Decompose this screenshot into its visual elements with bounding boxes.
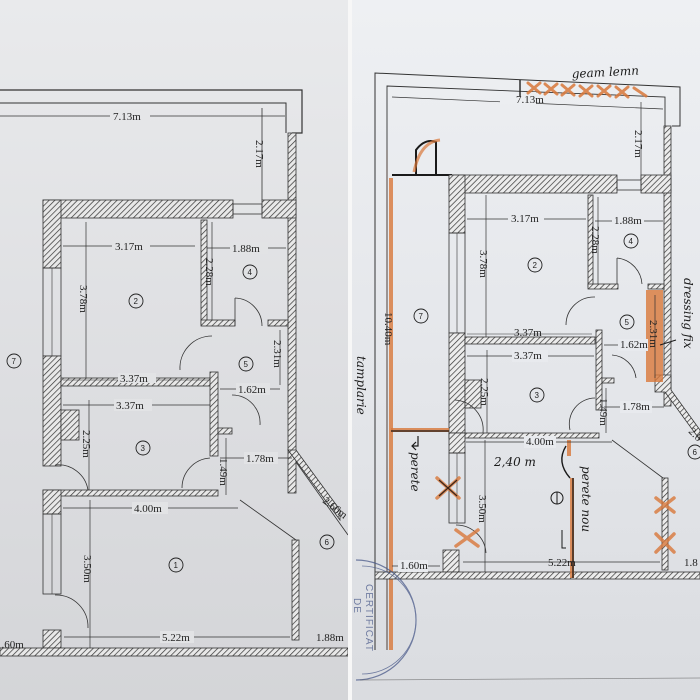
svg-text:7: 7 [12, 357, 17, 366]
dim-right-offset-right: 1.8 [684, 557, 698, 569]
dim-left-offset-right: 1.60m [400, 560, 428, 572]
marker-dressing-block [646, 290, 663, 382]
dim-small-gap-right: 1.49m [597, 398, 609, 426]
room-marker-3-right: 3 [529, 387, 545, 403]
room-marker-6: 6 [319, 534, 335, 550]
note-left-vertical: tamplarie [354, 356, 368, 415]
svg-text:3: 3 [535, 391, 540, 400]
room-marker-5: 5 [238, 356, 254, 372]
dim-room2-height: 3.78m [77, 285, 89, 313]
dim-hall-width: 1.62m [238, 384, 266, 396]
svg-text:1: 1 [174, 561, 179, 570]
svg-text:2: 2 [533, 261, 538, 270]
svg-text:4: 4 [248, 268, 253, 277]
svg-text:4: 4 [629, 237, 634, 246]
note-arrow: perete [408, 452, 422, 492]
dim-left-offset: 1.60m [0, 639, 24, 651]
svg-text:2: 2 [134, 297, 139, 306]
room-marker-7: 7 [6, 353, 22, 369]
demolish-marks-top [526, 81, 648, 99]
dim-room4-height: 2.28m [203, 258, 215, 286]
room-marker-1: 1 [168, 557, 184, 573]
room-marker-6-right: 6 [687, 444, 700, 460]
svg-text:5: 5 [625, 318, 630, 327]
dim-room4-width-right: 1.88m [614, 215, 642, 227]
dim-room2-width: 3.17m [115, 241, 143, 253]
dim-room3-height-right: 2.25m [478, 378, 490, 406]
dim-top-depth-right: 2.17m [632, 130, 644, 158]
svg-text:5: 5 [244, 360, 249, 369]
dim-room1-top: 4.00m [134, 503, 162, 515]
note-center-vertical: perete nou [579, 466, 593, 532]
photo-divider [348, 0, 352, 700]
room-marker-2: 2 [128, 293, 144, 309]
dim-diagonal-right: 2.6 [686, 426, 700, 445]
left-floor-plan: 7.13m 2.17m 3.17m 1.88m 3.78m 2. [0, 0, 348, 700]
dim-room2-bottom: 3.37m [120, 373, 148, 385]
dim-total-width: 7.13m [113, 111, 141, 123]
room-marker-5-right: 5 [619, 314, 635, 330]
dim-hall-lower: 1.78m [246, 453, 274, 465]
dim-top-depth: 2.17m [253, 140, 265, 168]
dim-total-width-right: 7.13m [516, 94, 544, 106]
dim-room5-height: 2.31m [271, 340, 283, 368]
dim-hall-width-right: 1.62m [620, 339, 648, 351]
svg-text:7: 7 [419, 312, 424, 321]
dim-room1-bottom: 5.22m [162, 632, 190, 644]
dim-room3-width-right: 3.37m [514, 350, 542, 362]
dim-room5-height-right: 2.31m [647, 320, 659, 348]
right-floor-plan-annotated: 7.13m geam lemn 2.17m 10.40m 2.31m [352, 0, 700, 700]
demolish-marks [435, 476, 676, 554]
svg-text:CERTIFICAT: CERTIFICAT [363, 584, 374, 652]
svg-text:DE: DE [352, 598, 362, 614]
dim-room2-bottom-right: 3.37m [514, 327, 542, 339]
dim-small-gap: 1.49m [217, 458, 229, 486]
note-right-vertical: dressing fix [681, 278, 695, 349]
note-door-width: 2,40 m [493, 455, 536, 469]
dim-room4-height-right: 2.28m [589, 226, 601, 254]
svg-text:6: 6 [693, 448, 698, 457]
svg-text:6: 6 [325, 538, 330, 547]
dim-room1-top-right: 4.00m [526, 436, 554, 448]
room-marker-4: 4 [242, 264, 258, 280]
svg-text:3: 3 [141, 444, 146, 453]
dim-room1-height: 3.50m [81, 555, 93, 583]
dim-right-offset: 1.88m [316, 632, 344, 644]
right-plan-drawing: 7.13m geam lemn 2.17m 10.40m 2.31m [352, 63, 700, 681]
dim-room1-height-right: 3.50m [476, 495, 488, 523]
dim-corridor-length: 10.40m [382, 312, 394, 346]
room-marker-7-right: 7 [413, 308, 429, 324]
room-marker-2-right: 2 [527, 257, 543, 273]
room-marker-3: 3 [135, 440, 151, 456]
dim-room2-height-right: 3.78m [477, 250, 489, 278]
certificate-stamp: CERTIFICAT DE [352, 559, 417, 681]
dim-room2-width-right: 3.17m [511, 213, 539, 225]
room-marker-4-right: 4 [623, 233, 639, 249]
dim-hall-lower-right: 1.78m [622, 401, 650, 413]
left-plan-drawing: 7.13m 2.17m 3.17m 1.88m 3.78m 2. [0, 89, 348, 657]
dim-diagonal: 2.66m [320, 495, 348, 522]
dim-room1-bottom-right: 5.22m [548, 557, 576, 569]
dim-room3-width: 3.37m [116, 400, 144, 412]
note-top: geam lemn [571, 63, 639, 80]
dim-room4-width: 1.88m [232, 243, 260, 255]
dim-room3-height: 2.25m [80, 430, 92, 458]
